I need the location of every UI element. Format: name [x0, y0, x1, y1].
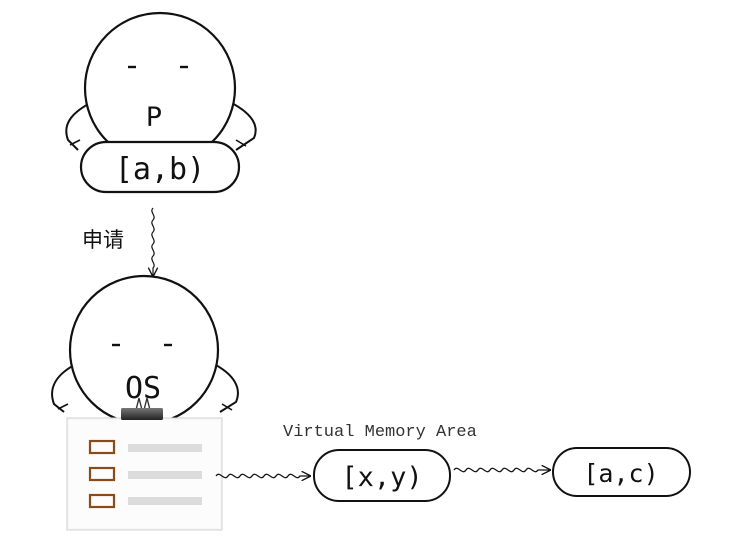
vma-link-arrow: [453, 468, 550, 471]
vma-list-item-3-bar: [128, 497, 202, 505]
vma-list-item-2-bar: [128, 471, 202, 479]
vma-node-1: [313, 449, 451, 502]
vma-list-item-3-checkbox: [88, 493, 116, 509]
vma-list-item-1-checkbox: [88, 439, 116, 455]
vma-node-2: [552, 447, 691, 497]
process-right-arm: [227, 100, 257, 151]
binder-clip: [121, 397, 163, 420]
process-character: P [a,b): [65, 11, 257, 194]
vma-list-item-2-checkbox: [88, 466, 116, 482]
process-range-label: [a,b): [115, 152, 205, 187]
vma-node-1-label: [x,y): [341, 462, 422, 493]
process-name: P: [146, 102, 162, 133]
os-right-arm: [211, 362, 239, 413]
os-name: OS: [125, 371, 161, 406]
vma-node-2-label: [a,c): [583, 459, 658, 488]
vma-list-item-1-bar: [128, 444, 202, 452]
request-arrow: [152, 207, 154, 276]
os-to-vma-arrow: [215, 474, 310, 477]
process-range-box: [79, 140, 241, 194]
process-head: [83, 11, 237, 165]
vma-title: Virtual Memory Area: [283, 423, 477, 442]
request-label: 申请: [82, 228, 124, 252]
os-character: OS: [51, 274, 239, 531]
